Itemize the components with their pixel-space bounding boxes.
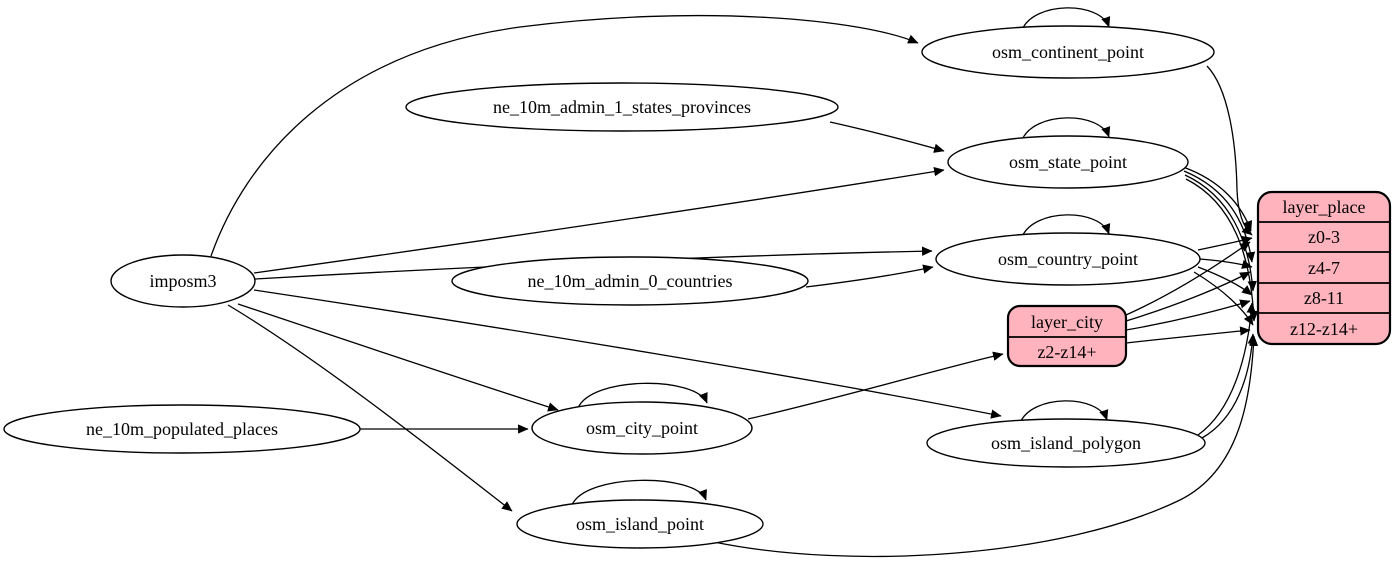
imposm3-ellipse [110, 254, 256, 308]
osm_island_polygon-ellipse [926, 418, 1206, 468]
edge-osm_state_point-layer_place-z0-3 [1182, 166, 1253, 232]
ne_10m_populated_places-label: ne_10m_populated_places [86, 419, 278, 439]
edge-group [210, 7, 1259, 558]
osm_continent_point-ellipse [921, 25, 1215, 79]
node-ne_10m_admin_0_countries: ne_10m_admin_0_countries [451, 256, 809, 306]
layer_place-box [1256, 190, 1392, 346]
osm_state_point-ellipse [947, 135, 1189, 189]
edge-osm_continent_point-layer_place-z0-3 [1206, 65, 1253, 236]
node-osm_island_point: osm_island_point [516, 499, 764, 549]
node-osm_state_point: osm_state_point [947, 135, 1189, 189]
layer_city-title: layer_city [1031, 312, 1103, 332]
layer_place-row-z4-7: z4-7 [1308, 258, 1340, 278]
node-osm_country_point: osm_country_point [935, 232, 1201, 286]
layer_place-row-z0-3: z0-3 [1308, 227, 1340, 247]
layer_place-title: layer_place [1283, 197, 1366, 217]
edge-imposm3-osm_state_point [253, 166, 945, 274]
layer_place-row-z8-11: z8-11 [1304, 288, 1344, 308]
edge-selfloop-osm_continent_point [1021, 7, 1111, 31]
node-osm_continent_point: osm_continent_point [921, 25, 1215, 79]
ne_10m_admin_0_countries-ellipse [451, 256, 809, 306]
osm_island_point-label: osm_island_point [576, 514, 704, 534]
edge-imposm3-osm_island_polygon [253, 289, 1002, 419]
node-imposm3: imposm3 [110, 254, 256, 308]
osm_continent_point-label: osm_continent_point [992, 42, 1144, 62]
edge-osm_island_point-layer_place-z12-z14 [713, 335, 1259, 558]
ne_10m_populated_places-ellipse [3, 404, 361, 454]
edge-imposm3-osm_island_point [227, 304, 513, 512]
ne_10m_admin_1_states_provinces-ellipse [405, 82, 839, 132]
osm_country_point-ellipse [935, 232, 1201, 286]
node-layer_city: layer_city z2-z14+ [1006, 304, 1128, 368]
edge-layer_city-layer_place-z0-3 [1125, 241, 1251, 316]
edge-ne_10m_admin_0_countries-osm_country_point [805, 264, 934, 288]
layer_city-box [1006, 304, 1128, 368]
osm_city_point-ellipse [531, 401, 753, 455]
edge-imposm3-osm_city_point [237, 303, 559, 412]
osm_island_point-ellipse [516, 499, 764, 549]
edge-imposm3-osm_continent_point [210, 14, 919, 257]
edge-selfloop-osm_state_point [1021, 117, 1111, 141]
edge-osm_island_polygon-layer_place-z12-z14 [1201, 333, 1257, 439]
layer_city-row-z2-z14: z2-z14+ [1037, 342, 1096, 362]
edge-osm_country_point-layer_place-z4-7 [1199, 258, 1253, 269]
edge-layer_city-layer_place-z8-11 [1125, 299, 1251, 331]
edge-layer_city-layer_place-z12-z14 [1125, 326, 1251, 344]
edge-osm_island_polygon-layer_place-z8-11 [1197, 302, 1256, 436]
osm_country_point-label: osm_country_point [998, 249, 1138, 269]
osm_state_point-label: osm_state_point [1009, 152, 1127, 172]
node-osm_island_polygon: osm_island_polygon [926, 418, 1206, 468]
edge-osm_country_point-layer_place-z0-3 [1197, 235, 1253, 251]
node-ne_10m_populated_places: ne_10m_populated_places [3, 404, 361, 454]
imposm3-label: imposm3 [149, 271, 216, 291]
edge-ne_10m_admin_1_states_provinces-osm_state_point [829, 121, 945, 153]
node-osm_city_point: osm_city_point [531, 401, 753, 455]
ne_10m_admin_0_countries-label: ne_10m_admin_0_countries [528, 271, 733, 291]
edge-selfloop-osm_city_point [577, 382, 708, 409]
edge-layer_city-layer_place-z4-7 [1125, 271, 1251, 322]
edge-osm_state_point-layer_place-z8-11 [1184, 174, 1257, 292]
osm_island_polygon-label: osm_island_polygon [991, 433, 1141, 453]
ne_10m_admin_1_states_provinces-label: ne_10m_admin_1_states_provinces [493, 97, 751, 117]
edge-osm_country_point-layer_place-z12-z14 [1193, 271, 1254, 326]
layer_place-row-z12-z14: z12-z14+ [1290, 319, 1358, 339]
edge-selfloop-osm_island_polygon [1019, 400, 1109, 424]
osm_city_point-label: osm_city_point [586, 418, 698, 438]
node-ne_10m_admin_1_states_provinces: ne_10m_admin_1_states_provinces [405, 82, 839, 132]
node-layer_place: layer_place z0-3 z4-7 z8-11 z12-z14+ [1256, 190, 1392, 346]
edge-osm_city_point-layer_city [747, 351, 1004, 420]
edge-selfloop-osm_country_point [1021, 214, 1111, 238]
edge-osm_state_point-layer_place-z12-z14 [1185, 178, 1259, 322]
edge-selfloop-osm_island_point [571, 479, 707, 506]
